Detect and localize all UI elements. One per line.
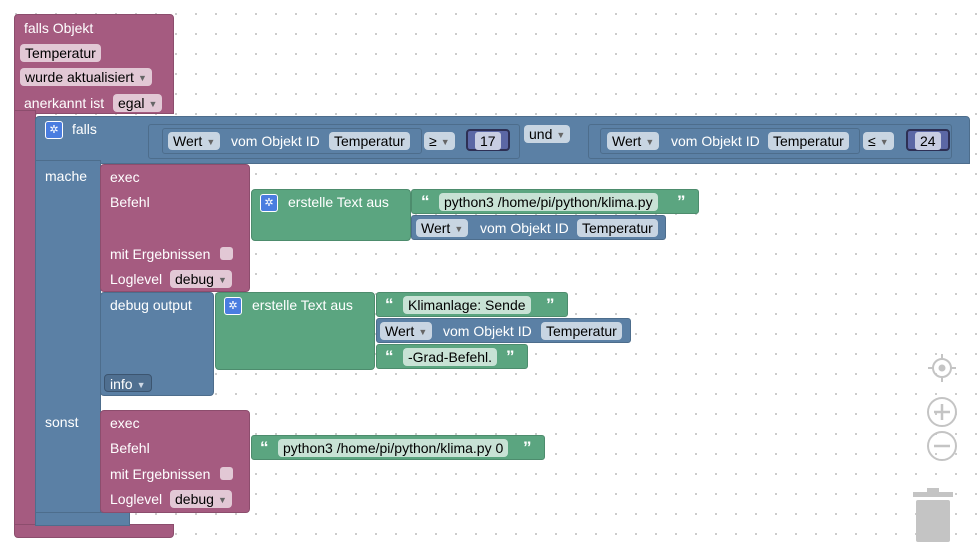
value-2-of-label: vom Objekt ID — [443, 323, 532, 339]
exec-1-loglevel-label: Loglevel — [110, 271, 163, 287]
quote-open-icon: “ — [385, 295, 394, 314]
value-1-of-label: vom Objekt ID — [480, 220, 569, 236]
value-2-prop-value: Wert — [385, 323, 415, 339]
dropdown-arrow-icon: ▼ — [454, 224, 464, 234]
trigger-ack-dropdown[interactable]: egal▼ — [113, 94, 163, 112]
exec-1-loglevel-value: debug — [175, 271, 214, 287]
condition-1-operator-dropdown[interactable]: ≥▼ — [424, 132, 455, 150]
debug-output-block[interactable] — [100, 292, 214, 396]
dropdown-arrow-icon: ▼ — [418, 327, 428, 337]
exec-2-loglevel-dropdown[interactable]: debug▼ — [170, 490, 232, 508]
exec-2-loglevel-label: Loglevel — [110, 491, 163, 507]
exec-2-results-label: mit Ergebnissen — [110, 466, 211, 482]
gear-icon[interactable]: ✲ — [45, 121, 63, 139]
if-label: falls — [72, 121, 97, 137]
exec-1-label: exec — [110, 169, 140, 185]
value-1-prop-dropdown[interactable]: Wert▼ — [416, 219, 469, 237]
quote-close-icon: ” — [546, 295, 555, 314]
trigger-ack-label: anerkannt ist — [24, 95, 105, 111]
exec-2-loglevel-value: debug — [175, 491, 214, 507]
exec-1-results-label: mit Ergebnissen — [110, 246, 211, 262]
create-text-1-label: erstelle Text aus — [288, 194, 389, 210]
gear-icon[interactable]: ✲ — [260, 194, 278, 212]
condition-2-operator-dropdown[interactable]: ≤▼ — [863, 132, 894, 150]
trigger-event-dropdown[interactable]: wurde aktualisiert▼ — [20, 68, 152, 86]
gear-icon[interactable]: ✲ — [224, 297, 242, 315]
text-1-field[interactable]: python3 /home/pi/python/klima.py — [439, 193, 658, 211]
debug-level-value: info — [110, 376, 133, 392]
quote-open-icon: “ — [385, 347, 394, 366]
quote-close-icon: ” — [523, 438, 532, 457]
condition-2-prop-value: Wert — [612, 133, 642, 149]
trigger-block-footer — [14, 524, 174, 538]
condition-2-value-field[interactable]: 24 — [906, 129, 950, 151]
trigger-block-spine — [14, 110, 36, 530]
exec-2-label: exec — [110, 415, 140, 431]
else-label: sonst — [45, 414, 79, 430]
exec-1-loglevel-dropdown[interactable]: debug▼ — [170, 270, 232, 288]
quote-open-icon: “ — [260, 438, 269, 457]
condition-2-operator-value: ≤ — [868, 133, 876, 149]
dropdown-arrow-icon: ▼ — [137, 73, 147, 83]
value-2-object-field[interactable]: Temperatur — [541, 322, 622, 340]
exec-2-results-checkbox[interactable] — [220, 467, 233, 480]
trigger-ack-value: egal — [118, 95, 145, 111]
then-label: mache — [45, 168, 88, 184]
trash-icon[interactable] — [911, 486, 955, 544]
debug-label: debug output — [110, 297, 192, 313]
condition-1-value: 17 — [475, 132, 501, 150]
debug-level-dropdown[interactable]: info▼ — [104, 374, 152, 392]
condition-1-of-label: vom Objekt ID — [231, 133, 320, 149]
condition-2-object-field[interactable]: Temperatur — [768, 132, 849, 150]
value-2-prop-dropdown[interactable]: Wert▼ — [380, 322, 433, 340]
if-block-spine — [35, 160, 101, 524]
if-block-footer — [35, 512, 130, 526]
condition-1-prop-dropdown[interactable]: Wert▼ — [168, 132, 221, 150]
dropdown-arrow-icon: ▼ — [217, 495, 227, 505]
condition-1-object-field[interactable]: Temperatur — [329, 132, 410, 150]
text-2-field[interactable]: Klimanlage: Sende — [403, 296, 531, 314]
quote-close-icon: ” — [506, 347, 515, 366]
exec-2-command-label: Befehl — [110, 440, 150, 456]
trigger-label: falls Objekt — [24, 20, 94, 36]
value-1-prop-value: Wert — [421, 220, 451, 236]
dropdown-arrow-icon: ▼ — [556, 130, 566, 140]
logic-operator-dropdown[interactable]: und▼ — [524, 125, 571, 143]
logic-operator-value: und — [529, 126, 553, 142]
condition-1-value-field[interactable]: 17 — [466, 129, 510, 151]
condition-2-of-label: vom Objekt ID — [671, 133, 760, 149]
condition-2-prop-dropdown[interactable]: Wert▼ — [607, 132, 660, 150]
condition-1-operator-value: ≥ — [429, 133, 437, 149]
zoom-out-icon[interactable] — [926, 430, 958, 462]
text-4-field[interactable]: python3 /home/pi/python/klima.py 0 — [278, 439, 509, 457]
exec-1-results-checkbox[interactable] — [220, 247, 233, 260]
recenter-icon[interactable] — [927, 353, 957, 383]
condition-1-prop-value: Wert — [173, 133, 203, 149]
dropdown-arrow-icon: ▼ — [206, 137, 216, 147]
quote-open-icon: “ — [421, 192, 430, 211]
quote-close-icon: ” — [677, 192, 686, 211]
condition-2-value: 24 — [915, 132, 941, 150]
dropdown-arrow-icon: ▼ — [645, 137, 655, 147]
value-1-object-field[interactable]: Temperatur — [577, 219, 658, 237]
trigger-object-field[interactable]: Temperatur — [20, 44, 101, 62]
text-3-field[interactable]: -Grad-Befehl. — [403, 348, 498, 366]
dropdown-arrow-icon: ▼ — [879, 137, 889, 147]
dropdown-arrow-icon: ▼ — [217, 275, 227, 285]
dropdown-arrow-icon: ▼ — [148, 99, 158, 109]
dropdown-arrow-icon: ▼ — [136, 380, 146, 390]
zoom-in-icon[interactable] — [926, 396, 958, 428]
trigger-event-value: wurde aktualisiert — [25, 69, 134, 85]
dropdown-arrow-icon: ▼ — [440, 137, 450, 147]
create-text-2-label: erstelle Text aus — [252, 297, 353, 313]
exec-1-command-label: Befehl — [110, 194, 150, 210]
